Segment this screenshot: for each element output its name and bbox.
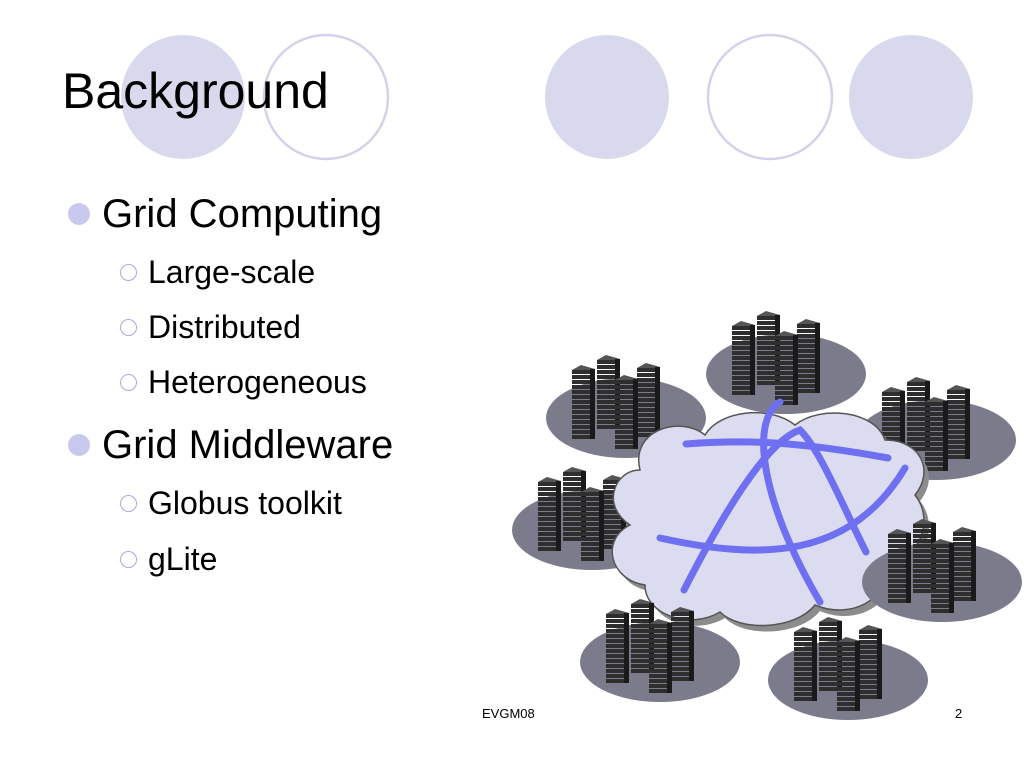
slide-title: Background: [62, 63, 329, 119]
bullet-grid-computing: Grid Computing: [102, 192, 383, 236]
network-links: [656, 398, 909, 606]
decor-circle-outline-left: [262, 33, 390, 161]
sub-bullet-heterogeneous: Heterogeneous: [148, 364, 367, 400]
slide-page-number: 2: [955, 706, 963, 721]
sub-bullet-distributed: Distributed: [148, 309, 301, 345]
decor-circle-filled-right: [849, 35, 973, 159]
sub-bullet-ring-icon: [120, 264, 137, 281]
decor-circle-filled-left: [121, 35, 245, 159]
decor-circle-filled-mid: [545, 35, 669, 159]
decor-circle-outline-right: [706, 33, 834, 161]
bullet-dot-icon: [68, 203, 90, 225]
bullet-grid-middleware: Grid Middleware: [102, 423, 394, 467]
server-cluster: [768, 617, 928, 720]
sub-bullet-ring-icon: [120, 551, 137, 568]
sub-bullet-ring-icon: [120, 319, 137, 336]
sub-bullet-glite: gLite: [148, 541, 218, 577]
bullet-dot-icon: [68, 434, 90, 456]
sub-bullet-globus-toolkit: Globus toolkit: [148, 485, 342, 521]
sub-bullet-ring-icon: [120, 374, 137, 391]
sub-bullet-large-scale: Large-scale: [148, 254, 316, 290]
server-cluster: [706, 311, 866, 414]
sub-bullet-ring-icon: [120, 495, 137, 512]
footer-event-label: EVGM08: [482, 706, 535, 721]
